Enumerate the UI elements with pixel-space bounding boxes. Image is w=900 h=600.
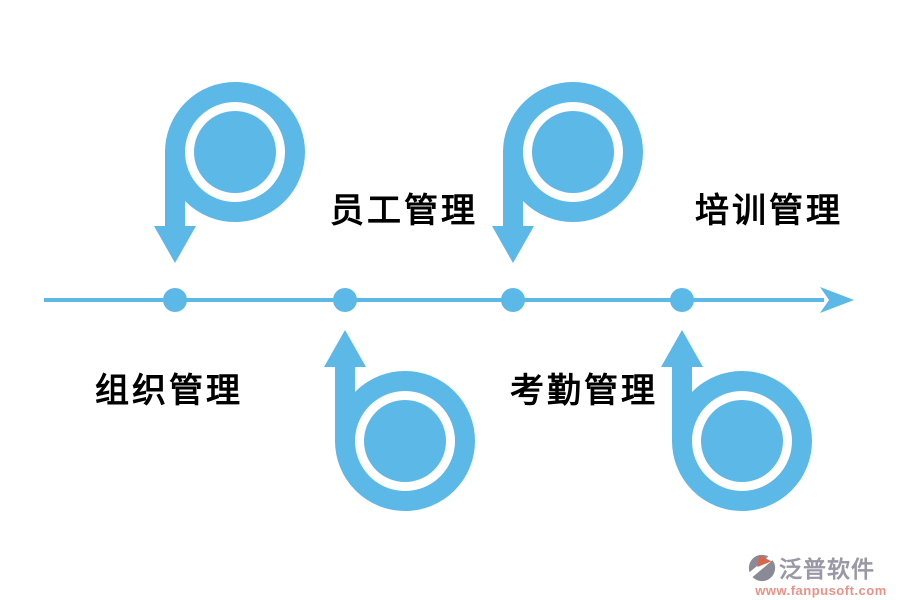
node-label-employee: 员工管理 (330, 192, 478, 230)
fanpu-logo-icon (747, 554, 776, 582)
timeline-node-2 (333, 288, 357, 312)
p-spiral-down-icon-1 (154, 92, 295, 263)
node-label-attendance: 考勤管理 (510, 372, 658, 410)
brand-watermark: 泛普软件 www.fanpusoft.com (747, 550, 895, 598)
brand-url: www.fanpusoft.com (755, 583, 887, 598)
node-label-training: 培训管理 (695, 192, 843, 230)
brand-name: 泛普软件 (779, 556, 875, 582)
b-spiral-up-icon-2 (661, 330, 802, 501)
timeline-arrowhead-icon (820, 287, 854, 313)
node-label-organization: 组织管理 (95, 372, 243, 410)
timeline-node-3 (501, 288, 525, 312)
timeline-node-4 (670, 288, 694, 312)
logo-sail (757, 554, 772, 567)
p-spiral-down-icon-2 (492, 92, 633, 263)
timeline-node-1 (163, 288, 187, 312)
brand-row: 泛普软件 (747, 550, 895, 584)
b-spiral-up-icon-1 (324, 330, 465, 501)
